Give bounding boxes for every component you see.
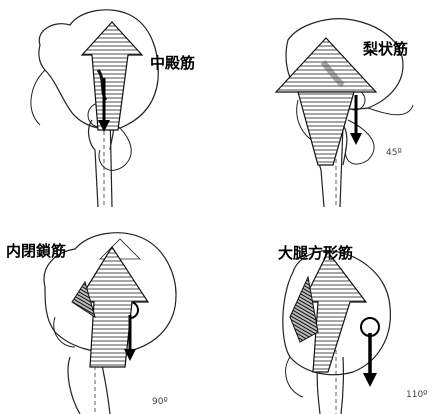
ilium-edge: [31, 70, 45, 125]
hip-diagram-3: [0, 207, 218, 414]
action-arrow-head: [363, 373, 377, 387]
muscle-label: 中殿筋: [150, 52, 195, 73]
figure-quadratus-femoris: 大腿方形筋 110º: [218, 207, 436, 414]
muscle-force-arrow: [82, 22, 142, 130]
rotation-angle: 45º: [386, 148, 402, 158]
figure-gluteus-medius: 中殿筋: [0, 0, 218, 207]
sacrum-edge: [368, 105, 413, 115]
action-arrow-head: [350, 133, 362, 145]
hip-diagram-2: [218, 0, 436, 207]
figure-piriformis: 梨状筋 45º: [218, 0, 436, 207]
figure-obturator-internus: 内閉鎖筋 90º: [0, 207, 218, 414]
muscle-label: 大腿方形筋: [278, 242, 353, 263]
hip-diagram-4: [218, 207, 436, 414]
rotation-angle: 110º: [406, 390, 427, 400]
ilium-edge: [286, 357, 303, 397]
ischium-outline: [345, 120, 374, 164]
ilium-edge: [54, 317, 75, 347]
muscle-label: 内閉鎖筋: [6, 240, 66, 261]
rotation-angle: 90º: [152, 397, 168, 407]
muscle-label: 梨状筋: [363, 38, 408, 59]
hip-diagram-1: [0, 0, 218, 207]
